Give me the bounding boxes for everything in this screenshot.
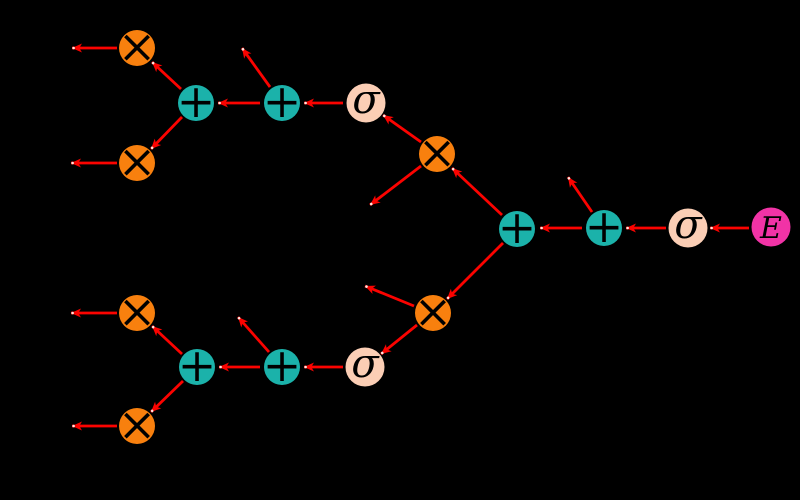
arrow-add-output-1-to-multiply-hidden-top xyxy=(451,166,503,217)
sigmoid-output-node: σ xyxy=(668,202,708,248)
arrow-add-hidden-top-1-to-multiply-input-top-2 xyxy=(149,116,184,150)
add-hidden-bottom-1-label: + xyxy=(178,338,217,392)
add-hidden-bottom-1-node: + xyxy=(178,338,217,392)
sigmoid-hidden-top-circle xyxy=(346,83,386,123)
add-hidden-top-1-label: + xyxy=(177,74,216,128)
multiply-hidden-bottom-circle xyxy=(415,295,451,331)
graph-nodes: E σ + + × × σ σ xyxy=(118,19,791,451)
arrow-multiply-hidden-bottom-to-sigmoid-hidden-bottom xyxy=(380,323,418,356)
add-hidden-top-1-node: + xyxy=(177,74,216,128)
arrow-add-hidden-bottom-2-to-unlabeled xyxy=(236,316,271,353)
add-hidden-top-2-label: + xyxy=(263,74,302,128)
sigmoid-hidden-bottom-label: σ xyxy=(351,341,380,387)
add-output-2-circle xyxy=(586,210,622,246)
add-hidden-bottom-2-node: + xyxy=(263,338,302,392)
sigmoid-hidden-bottom-circle xyxy=(345,347,385,387)
multiply-hidden-bottom-node: × xyxy=(414,284,453,338)
multiply-input-bottom-2-node: × xyxy=(118,397,157,451)
add-hidden-top-2-circle xyxy=(264,85,300,121)
multiply-input-bottom-1-node: × xyxy=(118,284,157,338)
add-output-2-label: + xyxy=(585,199,624,253)
sigmoid-output-label: σ xyxy=(674,202,703,248)
sigmoid-hidden-bottom-node: σ xyxy=(345,341,385,387)
multiply-input-top-2-circle xyxy=(119,145,155,181)
arrow-add-hidden-top-1-to-multiply-input-top-1 xyxy=(151,60,182,91)
arrow-multiply-hidden-top-to-sigmoid-hidden-top xyxy=(382,113,422,144)
add-output-1-label: + xyxy=(498,200,537,254)
arrow-add-output-1-to-multiply-hidden-bottom xyxy=(446,242,504,300)
multiply-input-bottom-2-label: × xyxy=(118,397,157,451)
sigmoid-hidden-top-node: σ xyxy=(346,77,386,123)
add-output-2-node: + xyxy=(585,199,624,253)
multiply-input-top-1-circle xyxy=(119,30,155,66)
arrow-add-hidden-top-2-to-unlabeled xyxy=(240,47,272,88)
error-node-circle xyxy=(751,207,791,247)
add-output-1-circle xyxy=(499,211,535,247)
arrow-multiply-hidden-top-to-unlabeled xyxy=(369,164,422,207)
sigmoid-output-circle xyxy=(668,208,708,248)
multiply-input-top-1-node: × xyxy=(118,19,157,73)
multiply-input-bottom-2-circle xyxy=(119,408,155,444)
add-hidden-bottom-2-circle xyxy=(264,349,300,385)
multiply-hidden-top-circle xyxy=(419,136,455,172)
multiply-hidden-top-node: × xyxy=(418,125,457,179)
arrow-add-output-2-to-unlabeled xyxy=(566,176,594,213)
multiply-hidden-bottom-label: × xyxy=(414,284,453,338)
add-hidden-bottom-2-label: + xyxy=(263,338,302,392)
multiply-input-top-1-label: × xyxy=(118,19,157,73)
add-hidden-top-1-circle xyxy=(178,85,214,121)
arrow-add-hidden-bottom-1-to-multiply-input-bottom-1 xyxy=(151,324,183,356)
error-node: E xyxy=(751,207,791,247)
add-hidden-bottom-1-circle xyxy=(179,349,215,385)
add-output-1-node: + xyxy=(498,200,537,254)
multiply-input-bottom-1-label: × xyxy=(118,284,157,338)
gradient-arrows xyxy=(71,43,749,431)
multiply-input-top-2-label: × xyxy=(118,134,157,188)
error-node-label: E xyxy=(759,211,782,246)
add-hidden-top-2-node: + xyxy=(263,74,302,128)
multiply-input-top-2-node: × xyxy=(118,134,157,188)
arrow-multiply-hidden-bottom-to-unlabeled xyxy=(364,284,415,308)
multiply-hidden-top-label: × xyxy=(418,125,457,179)
multiply-input-bottom-1-circle xyxy=(119,295,155,331)
sigmoid-hidden-top-label: σ xyxy=(352,77,381,123)
arrow-add-hidden-bottom-1-to-multiply-input-bottom-2 xyxy=(150,379,184,414)
